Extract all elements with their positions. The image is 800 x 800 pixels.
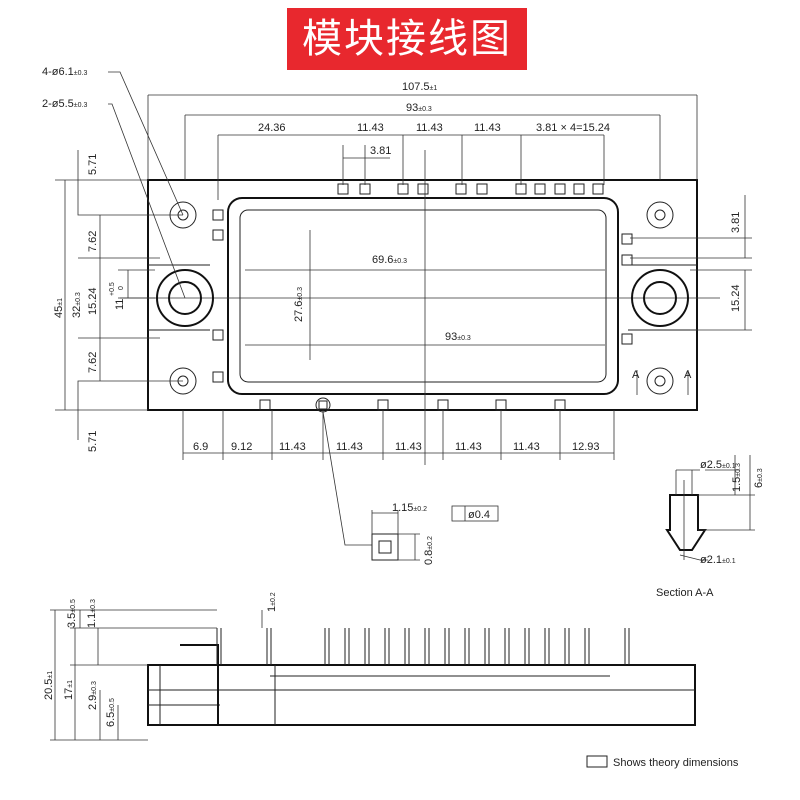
side-pin-height: 3.5±0.5 (66, 599, 78, 628)
section-depth-outer: 6±0.3 (753, 468, 765, 488)
left-top-margin: 5.71 (87, 154, 99, 175)
side-view: 3.5±0.5 1.1±0.3 1±0.2 20.5±1 17±1 2.9±0.… (43, 592, 696, 741)
side-base-height: 6.5±0.5 (105, 698, 117, 727)
top-pin-dim: 3.81 × 4=15.24 (536, 122, 610, 134)
section-depth-inner: 1.5±0.3 (731, 463, 743, 492)
hole-callout-1: 4-ø6.1±0.3 (42, 66, 87, 78)
section-aa: ø2.5±0.1 1.5±0.3 6±0.3 ø2.1±0.1 Section … (656, 455, 765, 599)
bottom-pin-dim: 11.43 (513, 441, 540, 453)
top-small-dim: 3.81 (370, 145, 391, 157)
side-body-height: 17±1 (63, 680, 75, 700)
top-dimension-lines (55, 71, 752, 546)
hole-span: 32±0.3 (71, 292, 83, 318)
mount-pitch: 93±0.3 (406, 102, 432, 114)
center-offset: 11 (114, 299, 126, 310)
left-lower-pitch: 7.62 (87, 352, 99, 373)
bottom-pin-dim: 11.43 (395, 441, 422, 453)
top-dimension-labels: 4-ø6.1±0.3 2-ø5.5±0.3 107.5±1 93±0.3 24.… (42, 66, 742, 453)
bottom-pin-dim: 12.93 (572, 441, 600, 453)
pin-detail: 1.15±0.2 ø0.4 0.8±0.2 (371, 502, 499, 565)
section-bottom-diameter: ø2.1±0.1 (700, 554, 736, 566)
top-view-outline (120, 150, 720, 465)
bottom-pin-dim: 6.9 (193, 441, 208, 453)
overall-height: 45±1 (53, 298, 65, 318)
section-top-diameter: ø2.5±0.1 (700, 459, 736, 471)
hole-callout-2: 2-ø5.5±0.3 (42, 98, 87, 110)
side-pin-offset: 1.1±0.3 (86, 599, 98, 628)
left-mid-pitch: 15.24 (87, 287, 99, 315)
side-pin-tip: 1±0.2 (266, 592, 278, 612)
bottom-pin-dim: 11.43 (279, 441, 306, 453)
inner-height: 27.6±0.3 (293, 287, 305, 322)
bottom-pin-dim: 9.12 (231, 441, 252, 453)
side-base-offset: 2.9±0.3 (87, 681, 99, 710)
right-upper-dim: 3.81 (730, 212, 742, 233)
section-marker-right: A (684, 369, 692, 381)
mounting-holes (156, 201, 689, 395)
left-bottom-margin: 5.71 (87, 431, 99, 452)
section-title: Section A-A (656, 587, 714, 599)
top-pin-dim: 11.43 (357, 122, 384, 134)
right-mid-dim: 15.24 (730, 284, 742, 312)
tolerance-frame: ø0.4 (468, 509, 490, 521)
top-pin-dim: 24.36 (258, 122, 286, 134)
side-overall-height: 20.5±1 (43, 671, 55, 700)
left-upper-pitch: 7.62 (87, 231, 99, 252)
pin-width: 1.15±0.2 (392, 502, 427, 514)
overall-width: 107.5±1 (402, 81, 437, 93)
center-offset-tol-plus: +0.5 (109, 282, 116, 296)
pin-height: 0.8±0.2 (423, 536, 435, 565)
inner-width: 69.6±0.3 (372, 254, 407, 266)
section-marker-left: A (632, 369, 640, 381)
legend-text: Shows theory dimensions (613, 757, 739, 769)
bottom-pin-dim: 11.43 (455, 441, 482, 453)
page-title: 模块接线图 (287, 8, 527, 70)
top-pin-dim: 11.43 (416, 122, 443, 134)
top-pin-dim: 11.43 (474, 122, 501, 134)
center-offset-tol-minus: 0 (118, 286, 125, 290)
legend: Shows theory dimensions (586, 755, 739, 769)
inner-pitch: 93±0.3 (445, 331, 471, 343)
bottom-pin-dim: 11.43 (336, 441, 363, 453)
